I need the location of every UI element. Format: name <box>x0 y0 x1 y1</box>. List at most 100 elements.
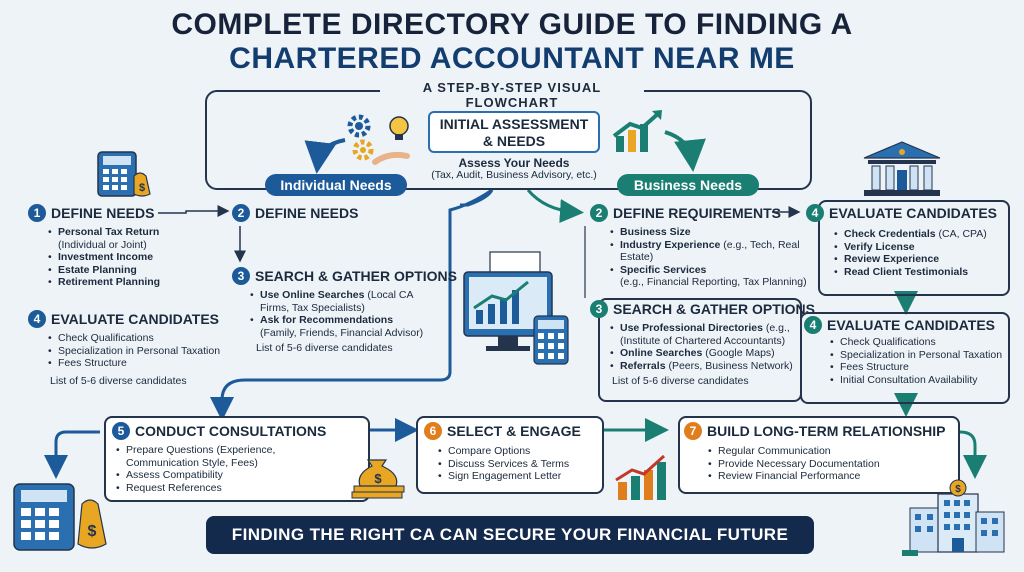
select-box: 6 SELECT & ENGAGE Compare OptionsDiscuss… <box>416 416 604 494</box>
individual-step1: 1 DEFINE NEEDS Personal Tax Return(Indiv… <box>28 204 228 289</box>
list-item: Investment Income <box>48 251 228 264</box>
list-item: Regular Communication <box>708 445 958 458</box>
list-item: Review Financial Performance <box>708 470 958 483</box>
list-item: Sign Engagement Letter <box>438 470 602 483</box>
step-title: EVALUATE CANDIDATES <box>827 317 995 333</box>
step-title: SEARCH & GATHER OPTIONS <box>255 268 457 284</box>
list-item: (Institute of Chartered Accountants) <box>620 334 786 347</box>
step-number: 4 <box>804 316 822 334</box>
step-number: 2 <box>232 204 250 222</box>
assessment-heading-line2: & NEEDS <box>482 133 546 149</box>
step-number: 1 <box>28 204 46 222</box>
list-item: Provide Necessary Documentation <box>708 458 958 471</box>
page-title-line2: CHARTERED ACCOUNTANT NEAR ME <box>229 42 795 75</box>
step-number: 3 <box>232 267 250 285</box>
list-item: Request References <box>116 482 368 495</box>
relationship-list: Regular CommunicationProvide Necessary D… <box>708 445 958 483</box>
computer-chart-icon <box>463 251 569 365</box>
relationship-box: 7 BUILD LONG-TERM RELATIONSHIP Regular C… <box>678 416 960 494</box>
list-item: Check Qualifications <box>830 336 1006 349</box>
money-bag-icon: $ <box>351 459 405 499</box>
page-title-line1: COMPLETE DIRECTORY GUIDE TO FINDING A <box>171 8 853 41</box>
business-step2: 2 DEFINE REQUIREMENTS Business SizeIndus… <box>590 204 810 289</box>
list-item: Retirement Planning <box>48 276 228 289</box>
svg-text:$: $ <box>374 471 382 486</box>
list-item: Prepare Questions (Experience, <box>116 444 368 457</box>
footer-banner: FINDING THE RIGHT CA CAN SECURE YOUR FIN… <box>206 516 814 554</box>
step-number: 6 <box>424 422 442 440</box>
list-item: (e.g., Financial Reporting, Tax Planning… <box>620 276 807 288</box>
list-item: Specialization in Personal Taxation <box>48 345 228 358</box>
step-title: DEFINE REQUIREMENTS <box>613 205 782 221</box>
growth-chart-icon <box>612 110 662 152</box>
list-item: Review Experience <box>834 253 1002 266</box>
step-title: SELECT & ENGAGE <box>447 423 581 439</box>
svg-text:$: $ <box>955 484 961 495</box>
individual-step4: 4 EVALUATE CANDIDATES Check Qualificatio… <box>28 310 228 387</box>
select-list: Compare OptionsDiscuss Services & TermsS… <box>438 445 602 483</box>
bar-chart-arrow-icon <box>615 454 666 500</box>
business-step3: 3 SEARCH & GATHER OPTIONS Use Profession… <box>590 300 815 387</box>
list-item: Online Searches (Google Maps) <box>610 347 800 360</box>
list-item: (Family, Friends, Financial Advisor) <box>260 326 424 339</box>
list-item: Personal Tax Return <box>48 226 228 239</box>
list-item: (Individual or Joint) <box>58 238 147 251</box>
list-item: Fees Structure <box>48 357 228 370</box>
list-item: Check Qualifications <box>48 332 228 345</box>
step-title: CONDUCT CONSULTATIONS <box>135 423 327 439</box>
bank-building-icon <box>863 141 941 196</box>
page-subtitle: A STEP-BY-STEP VISUAL FLOWCHART <box>380 80 644 110</box>
business-define-list: Business SizeIndustry Experience (e.g., … <box>610 226 810 289</box>
step-title: EVALUATE CANDIDATES <box>51 311 219 327</box>
list-item: Use Online Searches (Local CA <box>250 289 452 302</box>
list-item: Initial Consultation Availability <box>830 374 1006 387</box>
step-number: 4 <box>28 310 46 328</box>
gears-lightbulb-icon <box>347 114 410 165</box>
step-number: 2 <box>590 204 608 222</box>
step-title: DEFINE NEEDS <box>255 205 359 221</box>
list-item: Fees Structure <box>830 361 1006 374</box>
consult-box: 5 CONDUCT CONSULTATIONS Prepare Question… <box>104 416 370 502</box>
business-needs-pill: Business Needs <box>617 174 759 196</box>
individual-evaluate-list: Check QualificationsSpecialization in Pe… <box>48 332 228 370</box>
office-building-icon: $ <box>902 479 1005 556</box>
list-item: Assess Compatibility <box>116 469 368 482</box>
individual-define-list: Personal Tax Return(Individual or Joint)… <box>48 226 228 289</box>
assessment-box: INITIAL ASSESSMENT & NEEDS <box>428 111 600 153</box>
list-item: Estate Planning <box>48 264 228 277</box>
individual-search-note: List of 5-6 diverse candidates <box>256 342 393 354</box>
step-number: 4 <box>806 204 824 222</box>
business-evaluate-bottom: 4 EVALUATE CANDIDATES Check Qualificatio… <box>804 316 1006 386</box>
list-item: Communication Style, Fees) <box>126 456 258 469</box>
list-item: Check Credentials (CA, CPA) <box>834 228 1002 241</box>
business-evaluate-bottom-box <box>800 312 1010 404</box>
step-title: BUILD LONG-TERM RELATIONSHIP <box>707 423 946 439</box>
step-number: 7 <box>684 422 702 440</box>
business-evaluate-top-box <box>818 200 1010 296</box>
list-item: Verify License <box>834 241 1002 254</box>
assessment-need: Assess Your Needs <box>458 156 570 170</box>
business-search-list: Use Professional Directories (e.g.,(Inst… <box>610 322 800 372</box>
list-item: Compare Options <box>438 445 602 458</box>
svg-text:$: $ <box>139 182 145 194</box>
business-evaluate-bottom-list: Check QualificationsSpecialization in Pe… <box>830 336 1006 386</box>
calculator-money-icon: $ <box>13 483 107 551</box>
business-search-note: List of 5-6 diverse candidates <box>612 375 749 387</box>
individual-step2: 2 DEFINE NEEDS <box>232 204 432 222</box>
step-title: SEARCH & GATHER OPTIONS <box>613 301 815 317</box>
list-item: Discuss Services & Terms <box>438 458 602 471</box>
assessment-detail: (Tax, Audit, Business Advisory, etc.) <box>431 169 597 181</box>
calculator-money-icon: $ <box>97 151 151 197</box>
list-item: Specific Services <box>610 264 810 277</box>
list-item: Use Professional Directories (e.g., <box>610 322 800 335</box>
consult-list: Prepare Questions (Experience,Communicat… <box>116 444 368 494</box>
step-title: EVALUATE CANDIDATES <box>829 205 997 221</box>
list-item: Ask for Recommendations <box>250 314 452 327</box>
step-number: 3 <box>590 300 608 318</box>
list-item: Referrals (Peers, Business Network) <box>610 360 800 373</box>
list-item: Industry Experience (e.g., Tech, Real Es… <box>610 239 810 264</box>
business-evaluate-top-list: Check Credentials (CA, CPA)Verify Licens… <box>834 228 1002 278</box>
list-item: Specialization in Personal Taxation <box>830 349 1006 362</box>
